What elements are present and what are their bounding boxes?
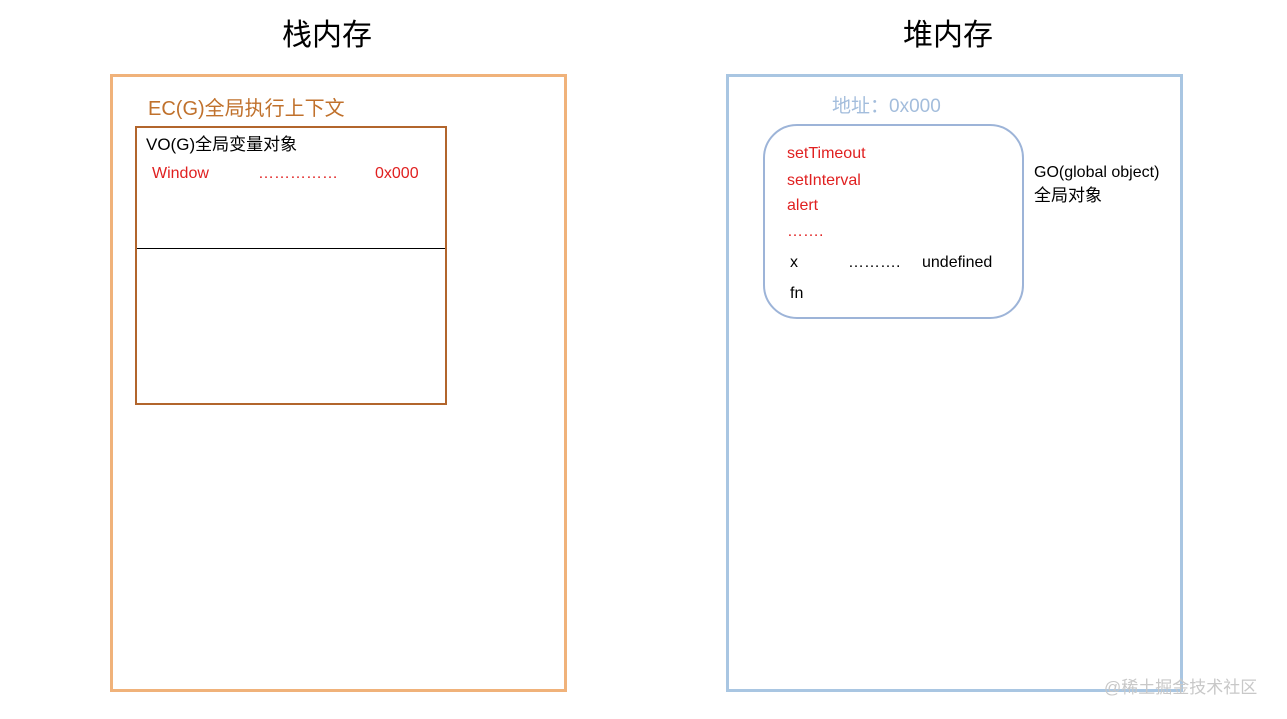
global-object-box bbox=[763, 124, 1024, 319]
stack-memory-panel bbox=[110, 74, 567, 692]
vo-divider-line bbox=[137, 248, 445, 249]
go-var-x-value: undefined bbox=[922, 254, 993, 271]
vo-entry-dots: …………… bbox=[258, 165, 338, 182]
go-builtin-item: setInterval bbox=[787, 172, 861, 189]
go-builtin-item: setTimeout bbox=[787, 145, 866, 162]
go-var-fn-name: fn bbox=[790, 285, 804, 302]
go-var-x-name: x bbox=[790, 254, 798, 271]
global-object-description-cn: 全局对象 bbox=[1034, 186, 1102, 205]
go-builtin-item-ellipsis: ……. bbox=[787, 223, 824, 240]
go-builtin-item: alert bbox=[787, 197, 819, 214]
vo-entry-name: Window bbox=[152, 165, 209, 182]
watermark: @稀土掘金技术社区 bbox=[1104, 678, 1258, 697]
heap-address-label: 地址：0x000 bbox=[832, 96, 941, 117]
vo-entry-value: 0x000 bbox=[375, 165, 419, 182]
global-variable-object-box bbox=[135, 126, 447, 405]
stack-memory-title: 栈内存 bbox=[282, 19, 372, 52]
global-variable-object-label: VO(G)全局变量对象 bbox=[146, 135, 298, 154]
heap-memory-panel bbox=[726, 74, 1183, 692]
go-var-x-dots: ………. bbox=[848, 254, 901, 271]
global-object-description: GO(global object) bbox=[1034, 164, 1160, 181]
global-execution-context-label: EC(G)全局执行上下文 bbox=[148, 98, 345, 120]
heap-memory-title: 堆内存 bbox=[903, 19, 993, 52]
